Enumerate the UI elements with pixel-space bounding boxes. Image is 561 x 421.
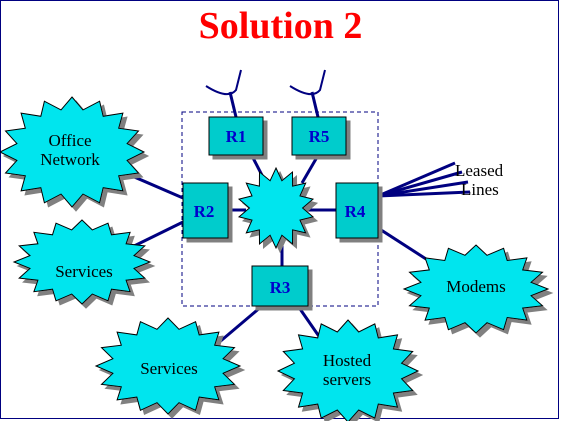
modems-label: Modems bbox=[446, 277, 506, 296]
antenna-icon bbox=[205, 69, 242, 96]
office-network-cloud bbox=[0, 96, 146, 208]
router-r1-label: R1 bbox=[226, 127, 247, 146]
modems-cloud bbox=[402, 244, 550, 334]
router-r2 bbox=[182, 182, 229, 239]
router-r5-label: R5 bbox=[309, 127, 330, 146]
leased-lines-label-line1: Leased bbox=[455, 161, 504, 180]
core-network-cloud bbox=[237, 166, 315, 250]
antennas bbox=[205, 69, 326, 96]
router-r1 bbox=[208, 116, 264, 156]
services-bottom-label: Services bbox=[140, 359, 198, 378]
router-r4 bbox=[335, 182, 379, 239]
router-r3 bbox=[251, 265, 309, 307]
office-label-line1: Office bbox=[48, 131, 91, 150]
services-left-label: Services bbox=[55, 262, 113, 281]
hosted-servers-cloud bbox=[276, 319, 420, 421]
hosted-label-line2: servers bbox=[323, 370, 371, 389]
diagram-title: Solution 2 bbox=[198, 5, 363, 47]
services-cloud-bottom bbox=[94, 317, 242, 415]
hosted-label-line1: Hosted bbox=[323, 351, 372, 370]
core-boundary bbox=[181, 111, 379, 307]
router-r5 bbox=[291, 116, 347, 156]
router-r2-label: R2 bbox=[194, 202, 215, 221]
leased-lines-label-line2: Lines bbox=[461, 180, 499, 199]
antenna-icon bbox=[289, 69, 326, 96]
router-r4-label: R4 bbox=[345, 202, 366, 221]
services-cloud-left bbox=[12, 219, 152, 305]
router-r3-label: R3 bbox=[270, 278, 291, 297]
office-label-line2: Network bbox=[40, 150, 100, 169]
